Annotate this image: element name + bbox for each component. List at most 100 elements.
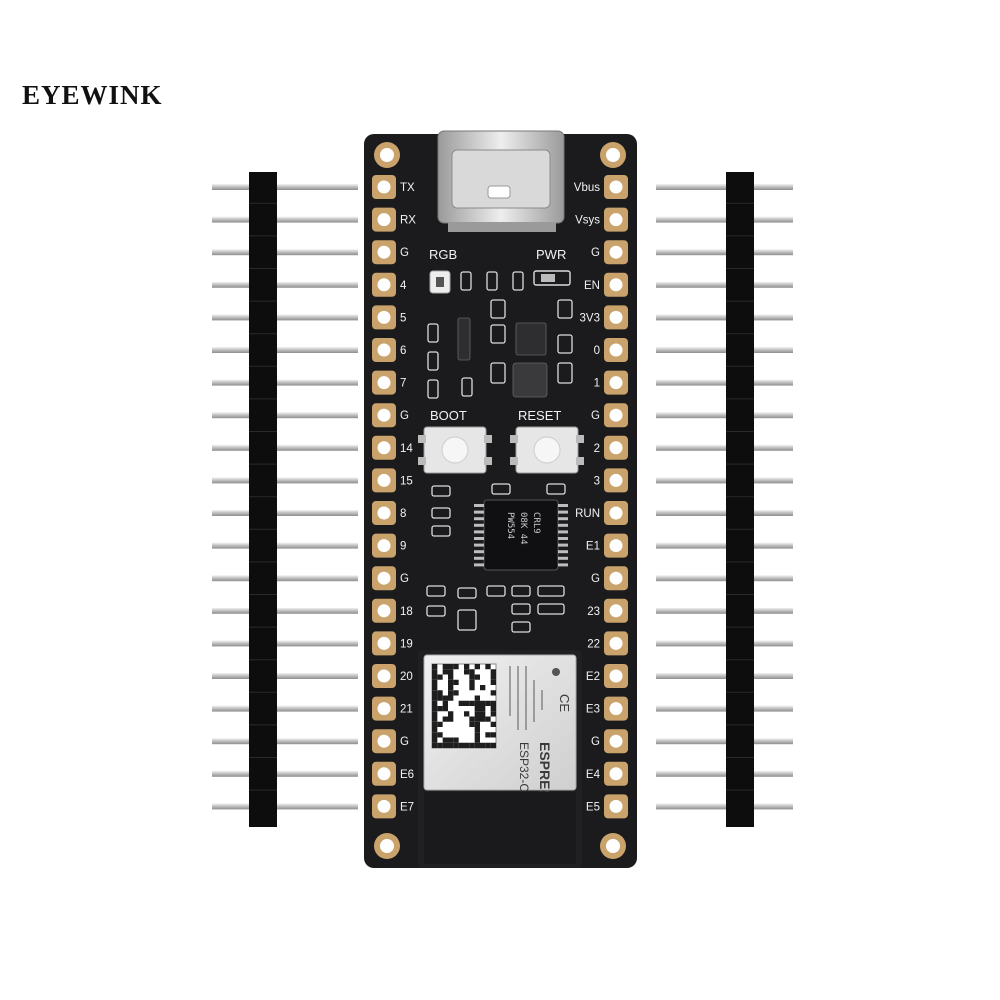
reset-silk-label: RESET	[518, 408, 561, 423]
header-pin	[656, 249, 793, 256]
pin-label: 2	[594, 443, 600, 455]
pin-label: 22	[587, 638, 600, 650]
pin-label: 9	[400, 541, 406, 553]
esp32-module: CE ESP32-C6-MINI-1 ESPRESSIF	[418, 650, 582, 868]
pin-hole	[609, 539, 623, 553]
boot-silk-label: BOOT	[430, 408, 467, 423]
header-pin	[212, 444, 358, 451]
pin-label: TX	[400, 182, 415, 194]
header-pin	[212, 379, 358, 386]
pin-label: 6	[400, 345, 406, 357]
pin-hole	[609, 506, 623, 520]
pin-hole	[377, 799, 391, 813]
pin-hole	[377, 343, 391, 357]
header-pin	[656, 379, 793, 386]
header-pin	[656, 184, 793, 190]
pin-hole	[377, 213, 391, 227]
right-pin-header	[656, 172, 793, 827]
header-pin	[212, 249, 358, 256]
header-pin	[656, 705, 793, 712]
pin-label: 7	[400, 378, 406, 390]
header-pin	[212, 510, 358, 516]
pin-hole	[377, 473, 391, 487]
header-pin	[212, 770, 358, 777]
pin-hole	[609, 376, 623, 390]
pin-hole	[377, 571, 391, 585]
header-pin	[212, 705, 358, 712]
pin-label: E1	[586, 541, 600, 553]
pin-hole	[609, 473, 623, 487]
reset-button[interactable]	[510, 426, 584, 474]
smd-parts	[457, 317, 548, 398]
pin-hole	[609, 408, 623, 422]
pin-label: 3	[594, 475, 600, 487]
pin-hole	[609, 310, 623, 324]
pin-label: 4	[400, 280, 407, 292]
header-pin	[656, 477, 793, 484]
header-pin	[212, 575, 358, 582]
left-pin-header	[212, 172, 358, 827]
pin-hole	[609, 245, 623, 259]
pin-label: 15	[400, 475, 413, 487]
pin-label: 14	[400, 443, 413, 455]
pin-label: E6	[400, 769, 414, 781]
pin-label: EN	[584, 280, 600, 292]
header-pin	[212, 607, 358, 614]
pin-hole	[609, 278, 623, 292]
pin-label: G	[591, 247, 600, 259]
chip-legs	[474, 504, 568, 567]
usb-c-connector	[437, 130, 565, 232]
pin-label: E2	[586, 671, 600, 683]
pin-hole	[609, 734, 623, 748]
pin-label: 21	[400, 704, 413, 716]
pin-hole	[377, 310, 391, 324]
pin-hole	[609, 213, 623, 227]
header-pin	[212, 281, 358, 288]
pin-hole	[609, 571, 623, 585]
header-pin	[656, 542, 793, 549]
header-pin	[212, 477, 358, 484]
mounting-hole-bottom-right	[600, 833, 626, 859]
pin-hole	[377, 278, 391, 292]
pin-hole	[609, 441, 623, 455]
pin-label: Vsys	[575, 215, 600, 227]
mounting-hole-top-right	[600, 142, 626, 168]
header-pin	[656, 640, 793, 647]
module-fine-print	[509, 666, 543, 730]
mounting-hole-bottom-left	[374, 833, 400, 859]
header-pin	[212, 314, 358, 321]
rgb-led	[429, 270, 451, 294]
pin-hole	[377, 506, 391, 520]
pin-label: 3V3	[580, 312, 600, 324]
pin-label: 19	[400, 638, 413, 650]
header-pin	[212, 184, 358, 190]
boot-button[interactable]	[418, 426, 492, 474]
chip-marking-line-3: CRL9	[531, 512, 541, 534]
pwr-silk-label: PWR	[536, 247, 566, 262]
header-pin	[656, 738, 793, 745]
header-pin	[212, 216, 358, 223]
pin-label: E5	[586, 801, 600, 813]
rp2040-chip: PW554 08K 44 CRL9	[483, 499, 559, 571]
pin-hole	[377, 408, 391, 422]
header-pin	[212, 738, 358, 745]
pin-hole	[609, 636, 623, 650]
header-pin	[212, 640, 358, 647]
header-pin	[656, 607, 793, 614]
header-pin	[656, 216, 793, 223]
pin-hole	[609, 799, 623, 813]
chip-marking-line-1: PW554	[505, 512, 515, 539]
pin-hole	[377, 539, 391, 553]
pin-hole	[377, 702, 391, 716]
pin-hole	[609, 604, 623, 618]
pin-hole	[609, 767, 623, 781]
header-pin	[212, 803, 358, 810]
pin-hole	[377, 669, 391, 683]
header-pin	[656, 412, 793, 419]
pin-hole	[609, 669, 623, 683]
header-pin	[212, 542, 358, 549]
pin-hole	[609, 702, 623, 716]
